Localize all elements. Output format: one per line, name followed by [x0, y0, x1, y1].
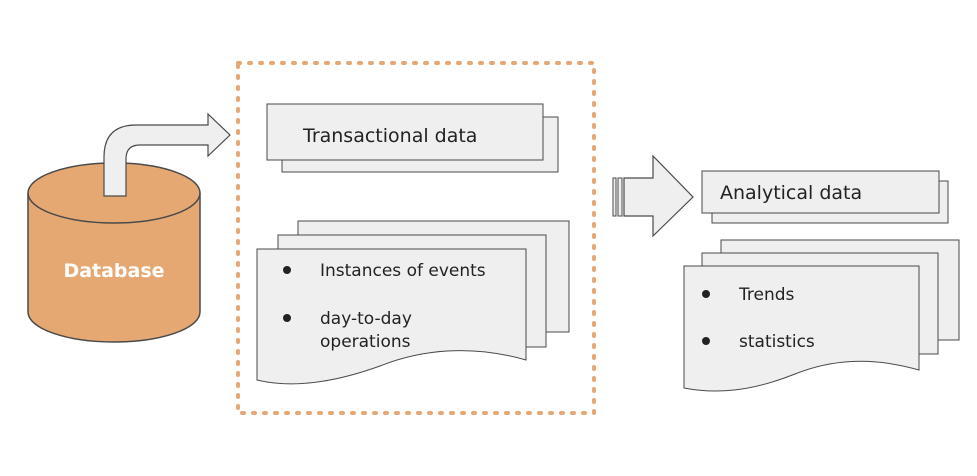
transactional-doc-front: [256, 248, 527, 385]
database-to-transactional-arrow: [103, 112, 231, 197]
bullet-icon: [283, 266, 291, 274]
bullet-icon: [702, 290, 710, 298]
analytical-card-front: [701, 170, 940, 214]
transactional-card-front: [266, 103, 544, 161]
transactional-data-title: Transactional data: [302, 125, 477, 147]
bullet-icon: [283, 314, 291, 322]
transactional-item-operations: operations: [320, 332, 411, 352]
transactional-data-card: Transactional data: [266, 103, 559, 173]
analytical-item-statistics: statistics: [739, 332, 815, 352]
analytical-data-title: Analytical data: [720, 182, 862, 204]
database-label: Database: [63, 260, 164, 282]
bullet-icon: [702, 337, 710, 345]
transactional-document-stack: Instances of events day-to-day operation…: [256, 220, 570, 385]
transactional-to-analytical-arrow: [612, 154, 694, 238]
analytical-data-card: Analytical data: [701, 170, 949, 224]
analytical-doc-front: [683, 265, 920, 392]
analytical-item-trends: Trends: [738, 285, 795, 305]
transactional-item-events: Instances of events: [320, 261, 486, 281]
transactional-container: [236, 61, 596, 415]
database-cylinder-body: [27, 193, 201, 343]
analytical-document-stack: Trends statistics: [683, 239, 960, 392]
transactional-item-daytoday: day-to-day: [320, 309, 412, 329]
